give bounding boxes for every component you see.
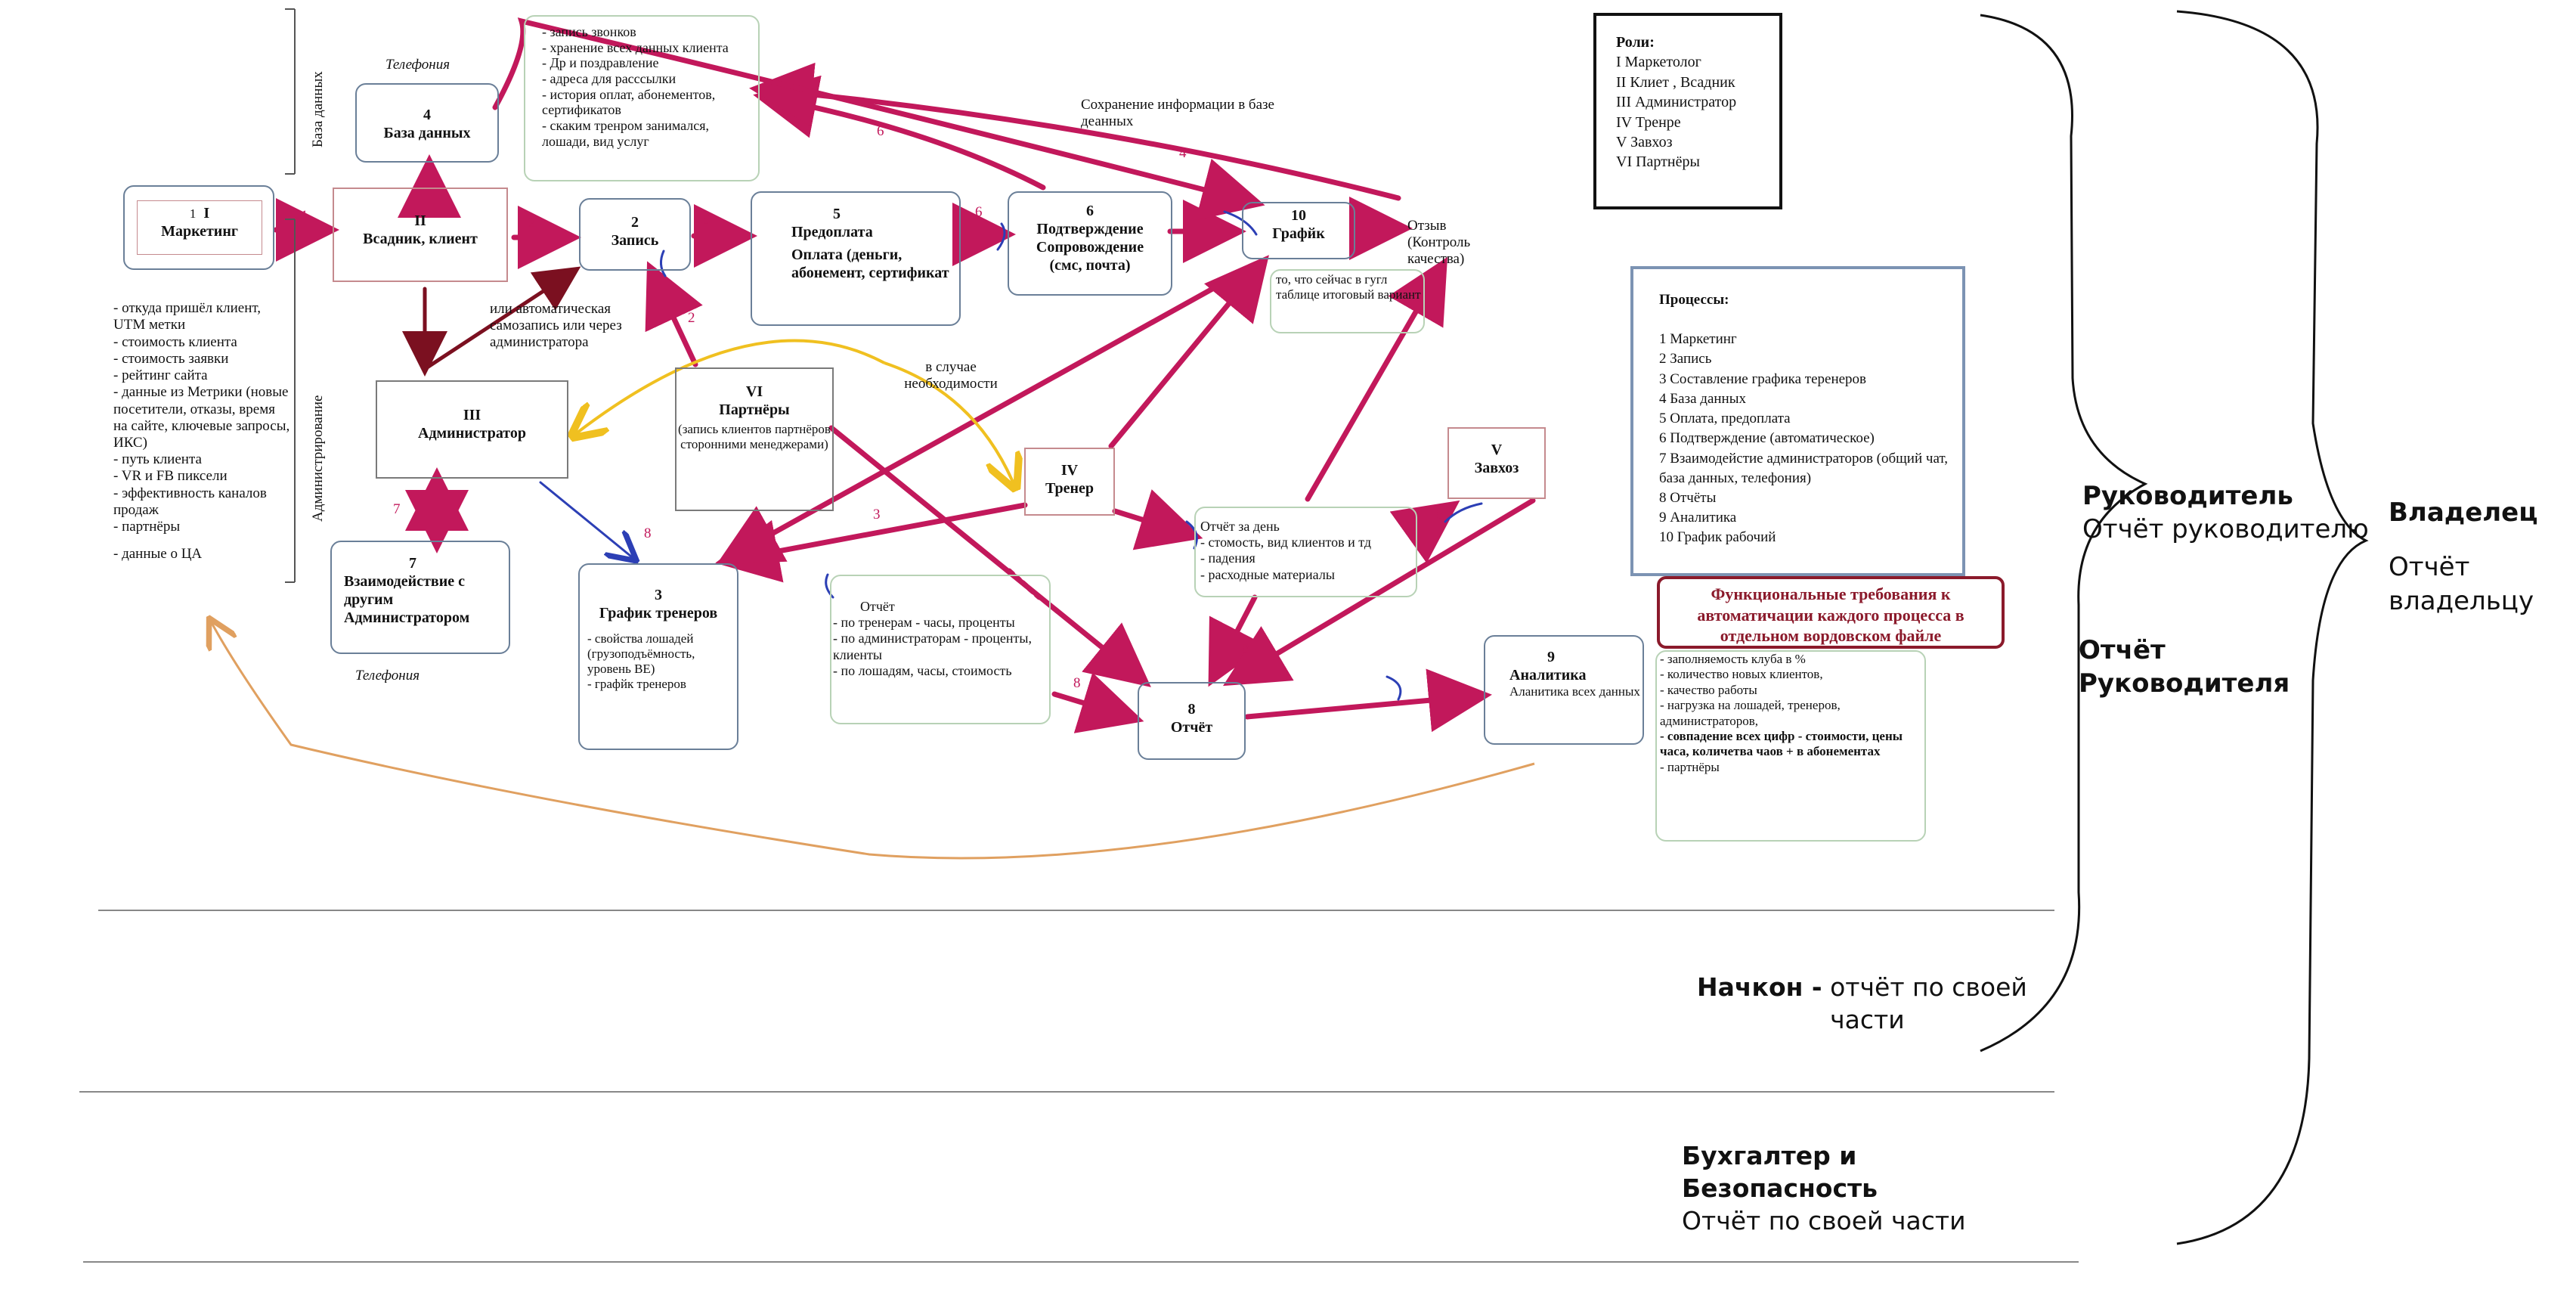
arrow-partners-booking xyxy=(645,261,703,367)
arrow-label-8-b: 8 xyxy=(1073,675,1081,691)
arrow-label-3: 3 xyxy=(873,507,881,522)
vertical-label-db: База данных xyxy=(310,71,326,147)
arrow-label-1: 1 xyxy=(301,208,308,224)
divider-1 xyxy=(98,910,2054,911)
analytics-notes-box: - заполняемость клуба в %- количество но… xyxy=(1655,650,1926,842)
save-info-label: Сохранение информации в базе деанных xyxy=(1081,97,1274,130)
arrow-admin-booking xyxy=(423,266,581,371)
arrow-label-8-c: 8 xyxy=(1242,641,1249,657)
arrow-label-4-db: 4 xyxy=(432,170,440,186)
arrow-feedback-db xyxy=(749,62,1401,201)
arrow-label-5: 5 xyxy=(703,212,711,228)
arrow-analytics-feedback-loop xyxy=(210,620,1535,860)
day-report-box: Отчёт за день- стомость, вид клиентов и … xyxy=(1194,507,1417,597)
requirements-box: Функциональные требования к автоматичаци… xyxy=(1657,576,2005,649)
if-needed-label: в случае необходимости xyxy=(904,359,998,392)
divider-2 xyxy=(79,1091,2054,1093)
vertical-label-admin: Администрирование xyxy=(310,395,326,522)
arrow-label-2: 2 xyxy=(528,215,535,231)
arrow-admin-schedule3 xyxy=(539,481,635,560)
arrow-label-2-b: 2 xyxy=(688,310,695,326)
brace-nachkon xyxy=(1980,14,2148,1052)
arrow-keeper-report xyxy=(1222,498,1536,687)
marketing-box: 1 I Маркетинг xyxy=(123,185,274,270)
arrow-confirm-db xyxy=(753,75,1046,191)
arrow-dayreport-keeper xyxy=(1389,500,1460,563)
arrow-partners-admin xyxy=(574,339,885,435)
self-booking-label: или автоматическая самозапись или через … xyxy=(490,301,622,351)
arrow-dayreport-feedback xyxy=(1305,256,1448,502)
arrow-trainer-schedule10 xyxy=(1108,255,1269,449)
database-caption: Телефония xyxy=(385,57,450,73)
brace-owner xyxy=(2176,10,2369,1245)
arrow-partners-trainer xyxy=(884,361,1014,485)
arrow-label-8-d: 8 xyxy=(1436,507,1444,522)
arrow-label-6-b: 6 xyxy=(877,123,884,139)
divider-3 xyxy=(83,1261,2079,1263)
marketing-notes: - откуда пришёл клиент, UTM метки- стоим… xyxy=(113,300,290,563)
db-notes-box: - запись звонков- хранение всех данных к… xyxy=(524,15,760,181)
arrow-label-4: 4 xyxy=(1179,145,1187,161)
nachkon-label: Начкон - отчёт по своей части xyxy=(1697,972,2027,1034)
arrow-dayreport-report xyxy=(1208,594,1266,687)
arrow-label-7: 7 xyxy=(393,501,401,517)
arrow-label-8-a: 8 xyxy=(644,525,652,541)
arrow-label-6-a: 6 xyxy=(975,204,983,220)
arrow-report-analytics xyxy=(1244,668,1492,733)
arrow-partners-report xyxy=(828,425,1151,687)
schedule-note-box: то, что сейчас в гугл таблице итоговый в… xyxy=(1270,269,1425,333)
feedback-label: Отзыв (Контроль качества) xyxy=(1407,218,1471,268)
arrow-db-loop-schedule xyxy=(492,17,1265,221)
head-report-label: Отчёт Руководителя xyxy=(2079,635,2290,699)
interaction-caption: Телефония xyxy=(355,668,420,684)
arrow-trainer-dayreport xyxy=(1112,489,1203,550)
report-details-box: Отчёт- по тренерам - часы, проценты- по … xyxy=(830,575,1051,724)
arrow-report-details-report xyxy=(1051,672,1144,733)
